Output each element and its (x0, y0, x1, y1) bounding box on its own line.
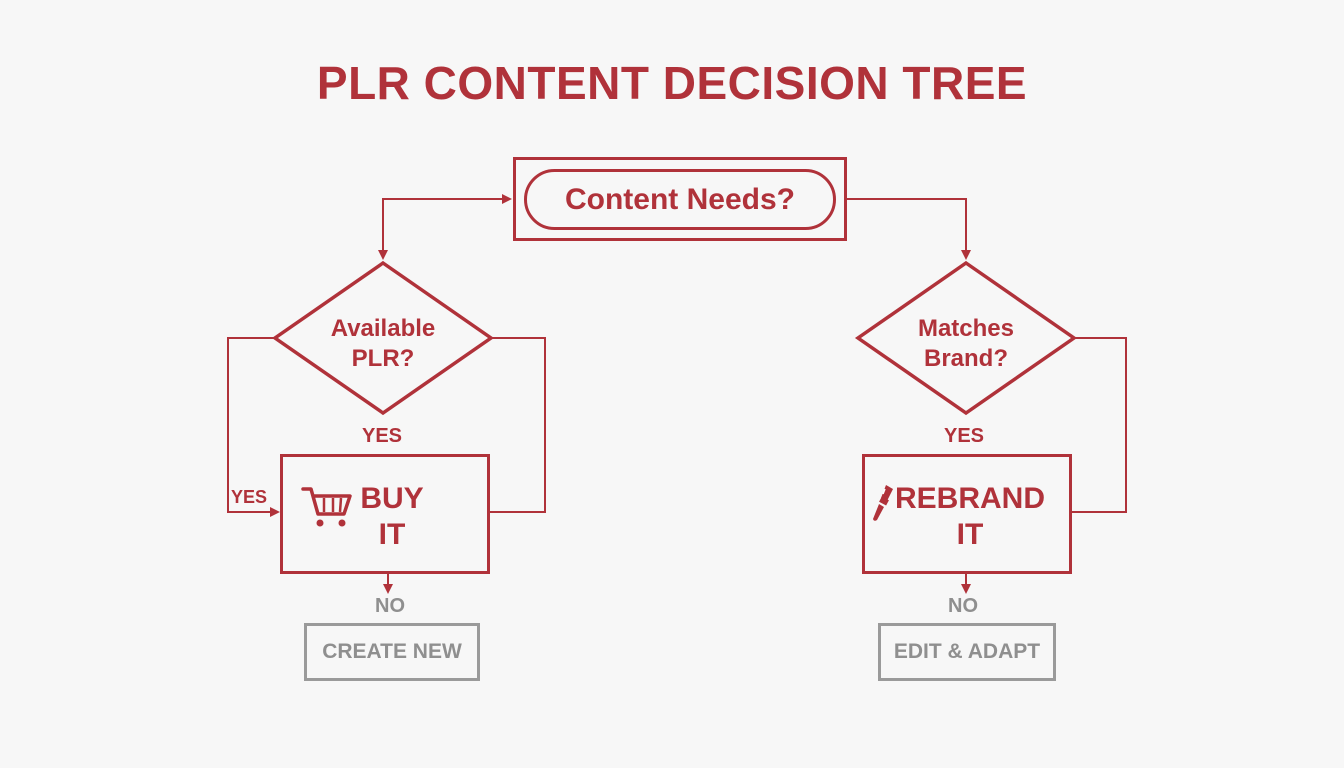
start-node: Content Needs? (524, 169, 836, 230)
shopping-cart-icon (301, 487, 352, 527)
connector-start-right (847, 198, 971, 260)
action-buy-it-line1: BUY (360, 482, 424, 515)
paintbrush-icon (873, 485, 893, 521)
edge-label-right-no: NO (948, 595, 978, 617)
start-node-frame (513, 157, 847, 241)
decision-available-plr-line1: Available (330, 315, 436, 342)
action-rebrand-it (862, 454, 1072, 574)
decision-available-plr-line2: PLR? (351, 345, 415, 372)
action-buy-it (280, 454, 490, 574)
action-buy-it-line2: IT (378, 518, 406, 551)
connector-start-left (382, 194, 512, 258)
connector-left-yes-side (227, 337, 280, 517)
outcome-edit-adapt: EDIT & ADAPT (878, 623, 1056, 681)
edge-label-right-yes: YES (944, 425, 985, 447)
decision-diamond-matches-brand (854, 260, 1078, 416)
edge-label-left-yes-side: YES (231, 487, 268, 507)
action-rebrand-it-line1: REBRAND (895, 482, 1045, 515)
action-buy-it-label: BUY IT (346, 481, 438, 553)
action-rebrand-it-line2: IT (956, 518, 984, 551)
edge-label-left-no: NO (375, 595, 405, 617)
decision-matches-brand-label: Matches Brand? (886, 314, 1046, 374)
decision-diamond-available-plr (271, 260, 495, 416)
connector-right-loop (1072, 337, 1127, 513)
edge-label-left-yes: YES (362, 425, 403, 447)
decision-matches-brand-line1: Matches (917, 315, 1015, 342)
connector-left-loop (490, 337, 546, 513)
outcome-create-new: CREATE NEW (304, 623, 480, 681)
decision-matches-brand-line2: Brand? (924, 345, 1008, 372)
action-rebrand-it-label: REBRAND IT (892, 481, 1048, 553)
decision-available-plr-label: Available PLR? (303, 314, 463, 374)
page-title: PLR CONTENT DECISION TREE (316, 57, 1028, 109)
